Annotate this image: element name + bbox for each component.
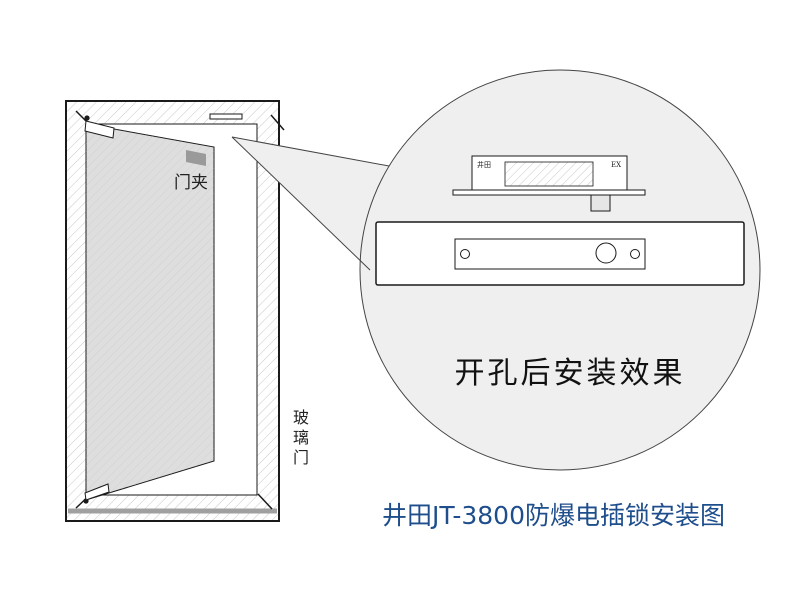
lock-body: 井田 EX	[452, 155, 646, 212]
lock-slot-marker	[209, 113, 243, 120]
callout-line-top	[231, 136, 390, 167]
diagram-title: 井田JT-3800防爆电插锁安装图	[382, 501, 725, 530]
corner-mark-bottom-right	[257, 493, 273, 510]
lock-bolt	[590, 194, 611, 212]
top-pivot-clip	[84, 120, 115, 139]
installation-effect-caption: 开孔后安装效果	[454, 356, 686, 391]
callout-line-bottom	[231, 136, 371, 271]
lock-mounting-plate	[452, 189, 646, 196]
lock-brand-mark: 井田	[477, 160, 491, 169]
corner-mark-top-right	[270, 114, 285, 131]
glass-door-panel	[84, 120, 215, 501]
lock-label-window	[504, 161, 594, 187]
bottom-pivot-clip	[84, 483, 110, 501]
bolt-hole-icon	[595, 242, 617, 264]
screw-hole-left-icon	[460, 249, 470, 259]
door-clip-block	[186, 150, 206, 166]
glass-panel-texture	[86, 124, 214, 500]
screw-hole-right-icon	[630, 249, 640, 259]
strike-plate	[454, 238, 646, 270]
hinge-dot-top	[84, 115, 90, 121]
door-clip-label: 门夹	[174, 173, 208, 193]
callout-wedge-fill	[232, 137, 389, 270]
glass-door-label: 玻璃门	[292, 408, 309, 467]
magnifier-callout: 井田 EX	[231, 69, 761, 471]
frame-outer-border	[65, 100, 280, 522]
lock-ex-mark: EX	[611, 161, 621, 169]
mounted-strike-plate	[375, 221, 745, 286]
